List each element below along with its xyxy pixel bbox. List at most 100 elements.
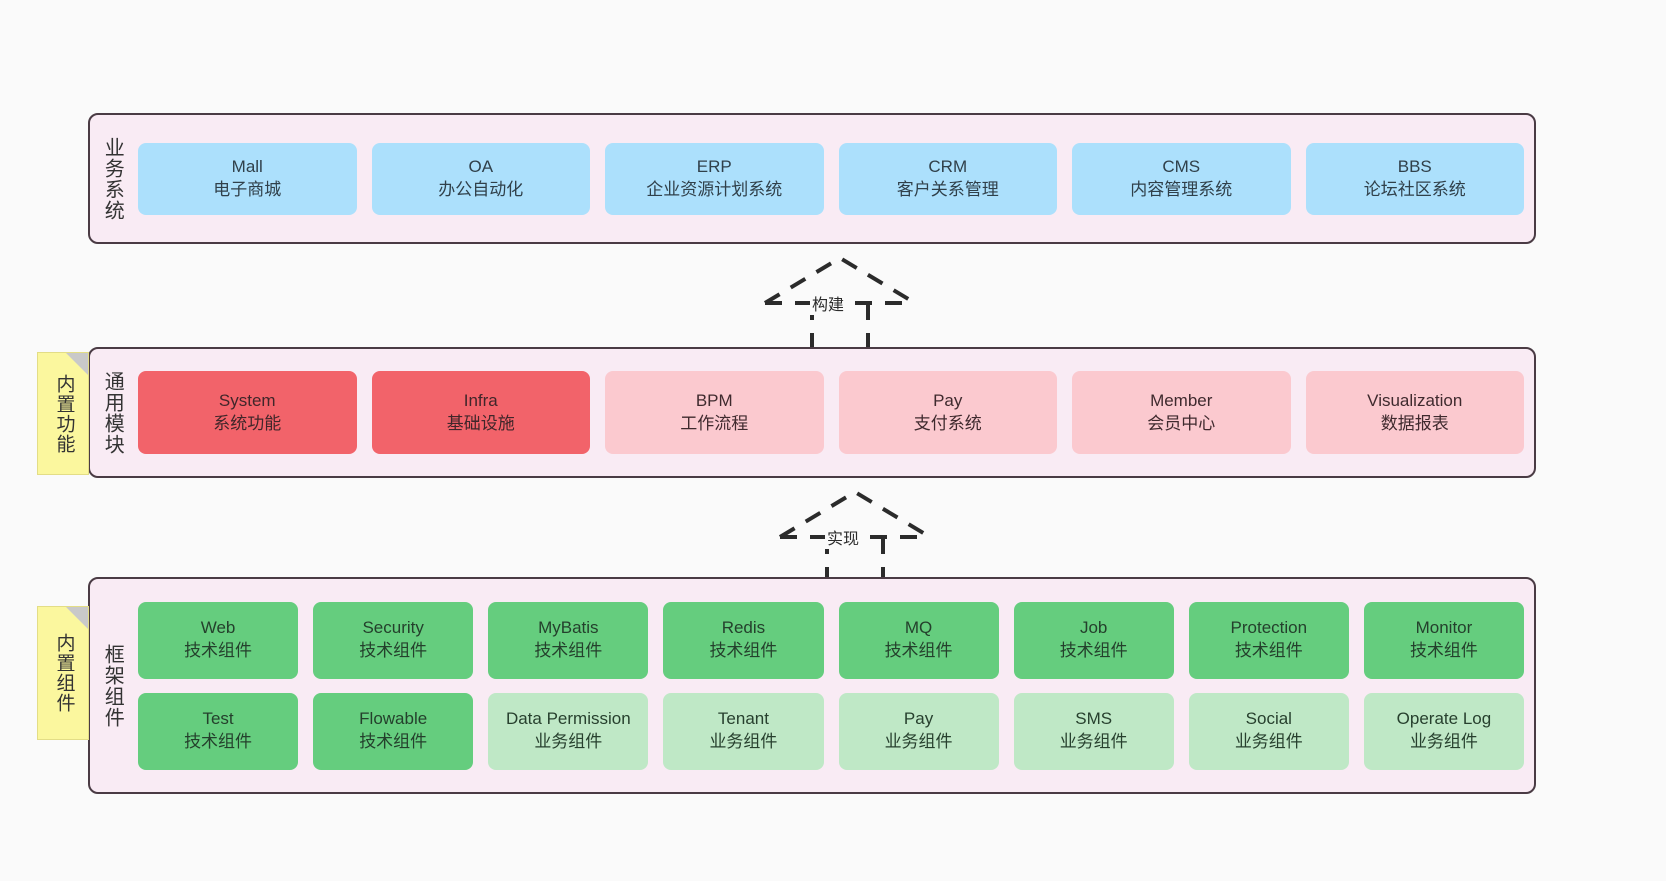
- module-card-bpm[interactable]: BPM 工作流程: [605, 371, 824, 454]
- component-card-subtitle: 技术组件: [184, 732, 253, 751]
- module-card-subtitle: 基础设施: [446, 413, 515, 433]
- component-card-monitor[interactable]: Monitor 技术组件: [1363, 601, 1524, 679]
- module-card-title: Infra: [463, 390, 498, 410]
- component-card-title: SMS: [1075, 709, 1113, 729]
- component-card-title: MQ: [904, 618, 933, 638]
- module-card-title: BPM: [695, 390, 733, 410]
- module-card-infra[interactable]: Infra 基础设施: [371, 371, 590, 454]
- layer-body-business-systems: Mall 电子商城 OA 办公自动化 ERP 企业资源计划系统 CRM 客户关系…: [134, 115, 1534, 242]
- component-card-mq[interactable]: MQ 技术组件: [838, 601, 999, 679]
- layer-title-common-modules: 通用模块: [101, 370, 124, 455]
- module-card-bbs[interactable]: BBS 论坛社区系统: [1305, 142, 1524, 215]
- business-systems-row: Mall 电子商城 OA 办公自动化 ERP 企业资源计划系统 CRM 客户关系…: [138, 142, 1524, 215]
- component-card-title: Monitor: [1415, 618, 1473, 638]
- component-card-tenant[interactable]: Tenant 业务组件: [663, 692, 824, 770]
- sticky-note-builtin-features: 内置功能: [37, 352, 89, 475]
- common-modules-row: System 系统功能 Infra 基础设施 BPM 工作流程 Pay 支付系统…: [138, 371, 1524, 454]
- component-card-flowable[interactable]: Flowable 技术组件: [313, 692, 474, 770]
- module-card-member[interactable]: Member 会员中心: [1072, 371, 1291, 454]
- component-card-test[interactable]: Test 技术组件: [138, 692, 299, 770]
- module-card-erp[interactable]: ERP 企业资源计划系统: [605, 142, 824, 215]
- module-card-title: Mall: [231, 156, 263, 176]
- module-card-visualization[interactable]: Visualization 数据报表: [1305, 371, 1524, 454]
- component-card-title: MyBatis: [538, 618, 599, 638]
- module-card-title: ERP: [696, 156, 732, 176]
- component-card-protection[interactable]: Protection 技术组件: [1188, 601, 1349, 679]
- module-card-title: System: [218, 390, 276, 410]
- component-card-subtitle: 技术组件: [359, 641, 428, 660]
- layer-body-common-modules: System 系统功能 Infra 基础设施 BPM 工作流程 Pay 支付系统…: [134, 349, 1534, 476]
- component-card-mybatis[interactable]: MyBatis 技术组件: [488, 601, 649, 679]
- layer-title-business-systems: 业务系统: [101, 136, 124, 221]
- component-card-subtitle: 业务组件: [1059, 732, 1128, 751]
- component-card-title: Social: [1245, 709, 1292, 729]
- sticky-note-label: 内置功能: [53, 373, 75, 454]
- module-card-title: Member: [1150, 390, 1213, 410]
- module-card-subtitle: 工作流程: [680, 413, 749, 433]
- component-card-subtitle: 技术组件: [884, 641, 953, 660]
- component-card-redis[interactable]: Redis 技术组件: [663, 601, 824, 679]
- component-card-subtitle: 技术组件: [1409, 641, 1478, 660]
- sticky-fold-corner-icon: [66, 607, 88, 629]
- sticky-fold-corner-icon: [66, 353, 88, 375]
- component-card-subtitle: 业务组件: [709, 732, 778, 751]
- component-card-sms[interactable]: SMS 业务组件: [1013, 692, 1174, 770]
- module-card-subtitle: 办公自动化: [438, 179, 524, 199]
- connector-implement: 实现: [765, 487, 945, 587]
- module-card-mall[interactable]: Mall 电子商城: [138, 142, 357, 215]
- layer-framework-components: 框架组件 Web 技术组件 Security 技术组件 MyBatis 技术组件…: [88, 577, 1536, 794]
- module-card-subtitle: 论坛社区系统: [1363, 179, 1466, 199]
- module-card-title: Pay: [933, 390, 963, 410]
- module-card-cms[interactable]: CMS 内容管理系统: [1072, 142, 1291, 215]
- connector-implement-label: 实现: [825, 525, 862, 549]
- component-card-title: Web: [200, 618, 236, 638]
- component-card-subtitle: 技术组件: [709, 641, 778, 660]
- component-card-subtitle: 技术组件: [359, 732, 428, 751]
- component-card-subtitle: 业务组件: [1234, 732, 1303, 751]
- layer-business-systems: 业务系统 Mall 电子商城 OA 办公自动化 ERP 企业资源计划系统 CRM…: [88, 113, 1536, 244]
- module-card-subtitle: 电子商城: [213, 179, 282, 199]
- module-card-subtitle: 企业资源计划系统: [646, 179, 783, 199]
- component-card-subtitle: 业务组件: [534, 732, 603, 751]
- module-card-title: CRM: [928, 156, 968, 176]
- layer-title-framework-components: 框架组件: [101, 643, 124, 728]
- component-card-subtitle: 技术组件: [534, 641, 603, 660]
- component-card-subtitle: 业务组件: [884, 732, 953, 751]
- component-card-subtitle: 技术组件: [184, 641, 253, 660]
- component-card-title: Data Permission: [505, 709, 631, 729]
- component-card-pay[interactable]: Pay 业务组件: [838, 692, 999, 770]
- component-card-operate-log[interactable]: Operate Log 业务组件: [1363, 692, 1524, 770]
- component-card-subtitle: 业务组件: [1409, 732, 1478, 751]
- framework-components-row-tech: Web 技术组件 Security 技术组件 MyBatis 技术组件 Redi…: [138, 601, 1524, 679]
- component-card-title: Flowable: [359, 709, 428, 729]
- layer-body-framework-components: Web 技术组件 Security 技术组件 MyBatis 技术组件 Redi…: [134, 579, 1534, 792]
- framework-components-row-business: Test 技术组件 Flowable 技术组件 Data Permission …: [138, 692, 1524, 770]
- component-card-web[interactable]: Web 技术组件: [138, 601, 299, 679]
- component-card-subtitle: 技术组件: [1059, 641, 1128, 660]
- module-card-subtitle: 数据报表: [1380, 413, 1449, 433]
- connector-build-label: 构建: [810, 291, 847, 315]
- module-card-crm[interactable]: CRM 客户关系管理: [838, 142, 1057, 215]
- module-card-title: BBS: [1397, 156, 1432, 176]
- module-card-oa[interactable]: OA 办公自动化: [371, 142, 590, 215]
- component-card-title: Operate Log: [1396, 709, 1492, 729]
- component-card-subtitle: 技术组件: [1234, 641, 1303, 660]
- layer-common-modules: 通用模块 System 系统功能 Infra 基础设施 BPM 工作流程 Pay…: [88, 347, 1536, 478]
- component-card-title: Security: [362, 618, 424, 638]
- module-card-title: OA: [468, 156, 494, 176]
- component-card-title: Job: [1079, 618, 1108, 638]
- component-card-data-permission[interactable]: Data Permission 业务组件: [488, 692, 649, 770]
- component-card-security[interactable]: Security 技术组件: [313, 601, 474, 679]
- module-card-title: Visualization: [1367, 390, 1463, 410]
- component-card-title: Test: [202, 709, 234, 729]
- module-card-subtitle: 会员中心: [1147, 413, 1216, 433]
- module-card-subtitle: 系统功能: [213, 413, 282, 433]
- component-card-social[interactable]: Social 业务组件: [1188, 692, 1349, 770]
- component-card-job[interactable]: Job 技术组件: [1013, 601, 1174, 679]
- module-card-pay[interactable]: Pay 支付系统: [838, 371, 1057, 454]
- sticky-note-label: 内置组件: [53, 633, 75, 713]
- module-card-subtitle: 支付系统: [913, 413, 982, 433]
- component-card-title: Tenant: [717, 709, 769, 729]
- module-card-system[interactable]: System 系统功能: [138, 371, 357, 454]
- component-card-title: Protection: [1230, 618, 1308, 638]
